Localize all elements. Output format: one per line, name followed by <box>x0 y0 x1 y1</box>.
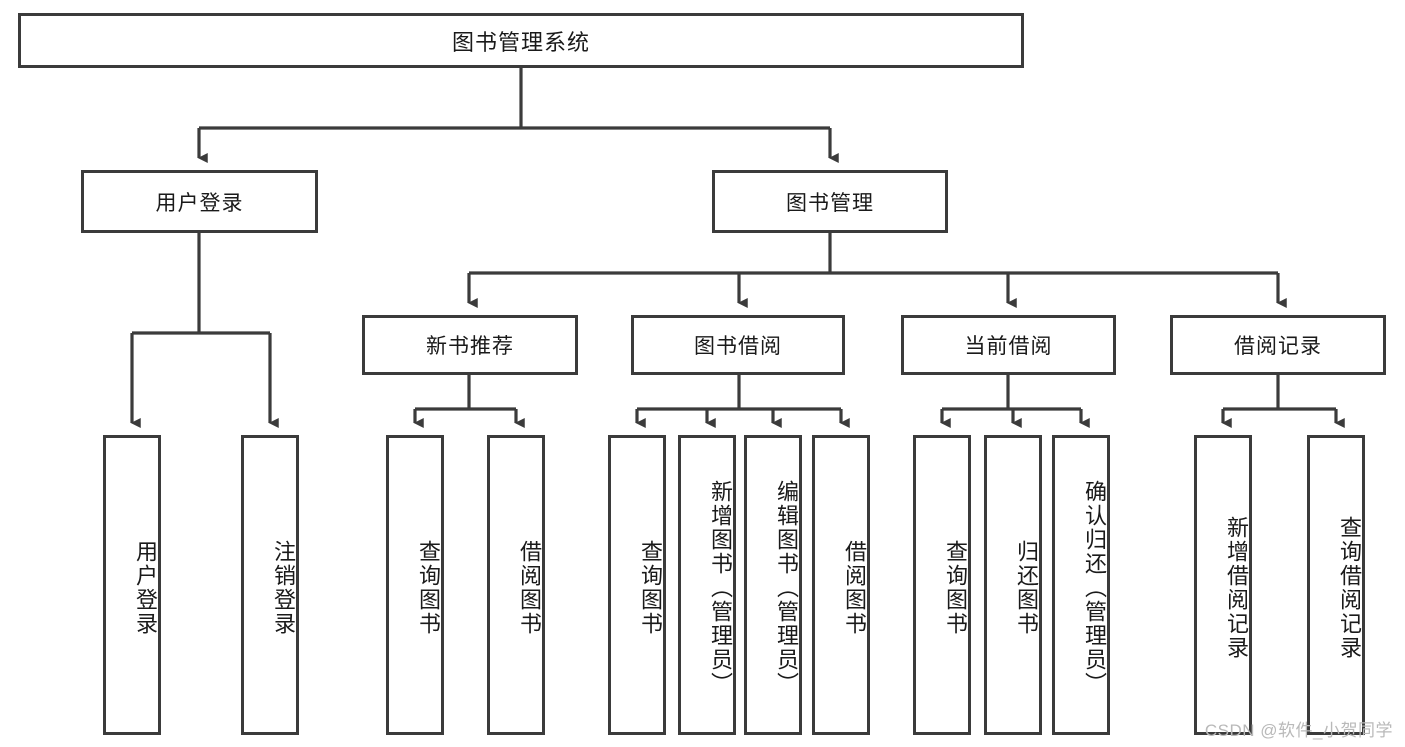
leaf-query-books-current-label: 查询图书 <box>943 540 968 636</box>
node-root-label: 图书管理系统 <box>451 29 590 55</box>
node-borrow-records[interactable]: 借阅记录 <box>1170 315 1386 375</box>
leaf-borrow-books-borrow-label: 借阅图书 <box>842 540 867 636</box>
leaf-edit-book-admin[interactable]: 编辑图书（管理员） <box>744 435 802 735</box>
leaf-add-book-admin[interactable]: 新增图书（管理员） <box>678 435 736 735</box>
node-new-book-recommend[interactable]: 新书推荐 <box>362 315 578 375</box>
leaf-user-login[interactable]: 用户登录 <box>103 435 161 735</box>
leaf-confirm-return-admin-label: 确认归还（管理员） <box>1082 480 1107 696</box>
node-user-login[interactable]: 用户登录 <box>81 170 318 233</box>
node-book-management[interactable]: 图书管理 <box>712 170 948 233</box>
leaf-borrow-books-recommend-label: 借阅图书 <box>517 540 542 636</box>
node-root[interactable]: 图书管理系统 <box>18 13 1024 68</box>
leaf-logout-login-label: 注销登录 <box>271 540 296 636</box>
leaf-add-book-admin-label: 新增图书（管理员） <box>708 480 733 696</box>
node-current-borrow[interactable]: 当前借阅 <box>901 315 1116 375</box>
leaf-query-books-recommend[interactable]: 查询图书 <box>386 435 444 735</box>
leaf-query-borrow-record[interactable]: 查询借阅记录 <box>1307 435 1365 735</box>
leaf-query-books-current[interactable]: 查询图书 <box>913 435 971 735</box>
leaf-borrow-books-borrow[interactable]: 借阅图书 <box>812 435 870 735</box>
node-book-management-label: 图书管理 <box>786 191 874 215</box>
node-new-book-recommend-label: 新书推荐 <box>426 335 514 358</box>
watermark-text: CSDN @软件_小贺同学 <box>1204 721 1393 740</box>
node-book-borrow[interactable]: 图书借阅 <box>631 315 845 375</box>
leaf-add-borrow-record[interactable]: 新增借阅记录 <box>1194 435 1252 735</box>
node-borrow-records-label: 借阅记录 <box>1234 335 1322 358</box>
leaf-confirm-return-admin[interactable]: 确认归还（管理员） <box>1052 435 1110 735</box>
node-user-login-label: 用户登录 <box>155 191 244 215</box>
leaf-borrow-books-recommend[interactable]: 借阅图书 <box>487 435 545 735</box>
leaf-add-borrow-record-label: 新增借阅记录 <box>1224 516 1249 660</box>
leaf-query-books-recommend-label: 查询图书 <box>416 540 441 636</box>
leaf-user-login-label: 用户登录 <box>133 540 158 636</box>
leaf-query-books-borrow-label: 查询图书 <box>638 540 663 636</box>
node-book-borrow-label: 图书借阅 <box>694 335 782 358</box>
node-current-borrow-label: 当前借阅 <box>964 335 1053 358</box>
leaf-query-borrow-record-label: 查询借阅记录 <box>1337 516 1362 660</box>
leaf-logout-login[interactable]: 注销登录 <box>241 435 299 735</box>
leaf-return-books[interactable]: 归还图书 <box>984 435 1042 735</box>
leaf-query-books-borrow[interactable]: 查询图书 <box>608 435 666 735</box>
leaf-edit-book-admin-label: 编辑图书（管理员） <box>774 480 799 696</box>
leaf-return-books-label: 归还图书 <box>1014 540 1039 636</box>
